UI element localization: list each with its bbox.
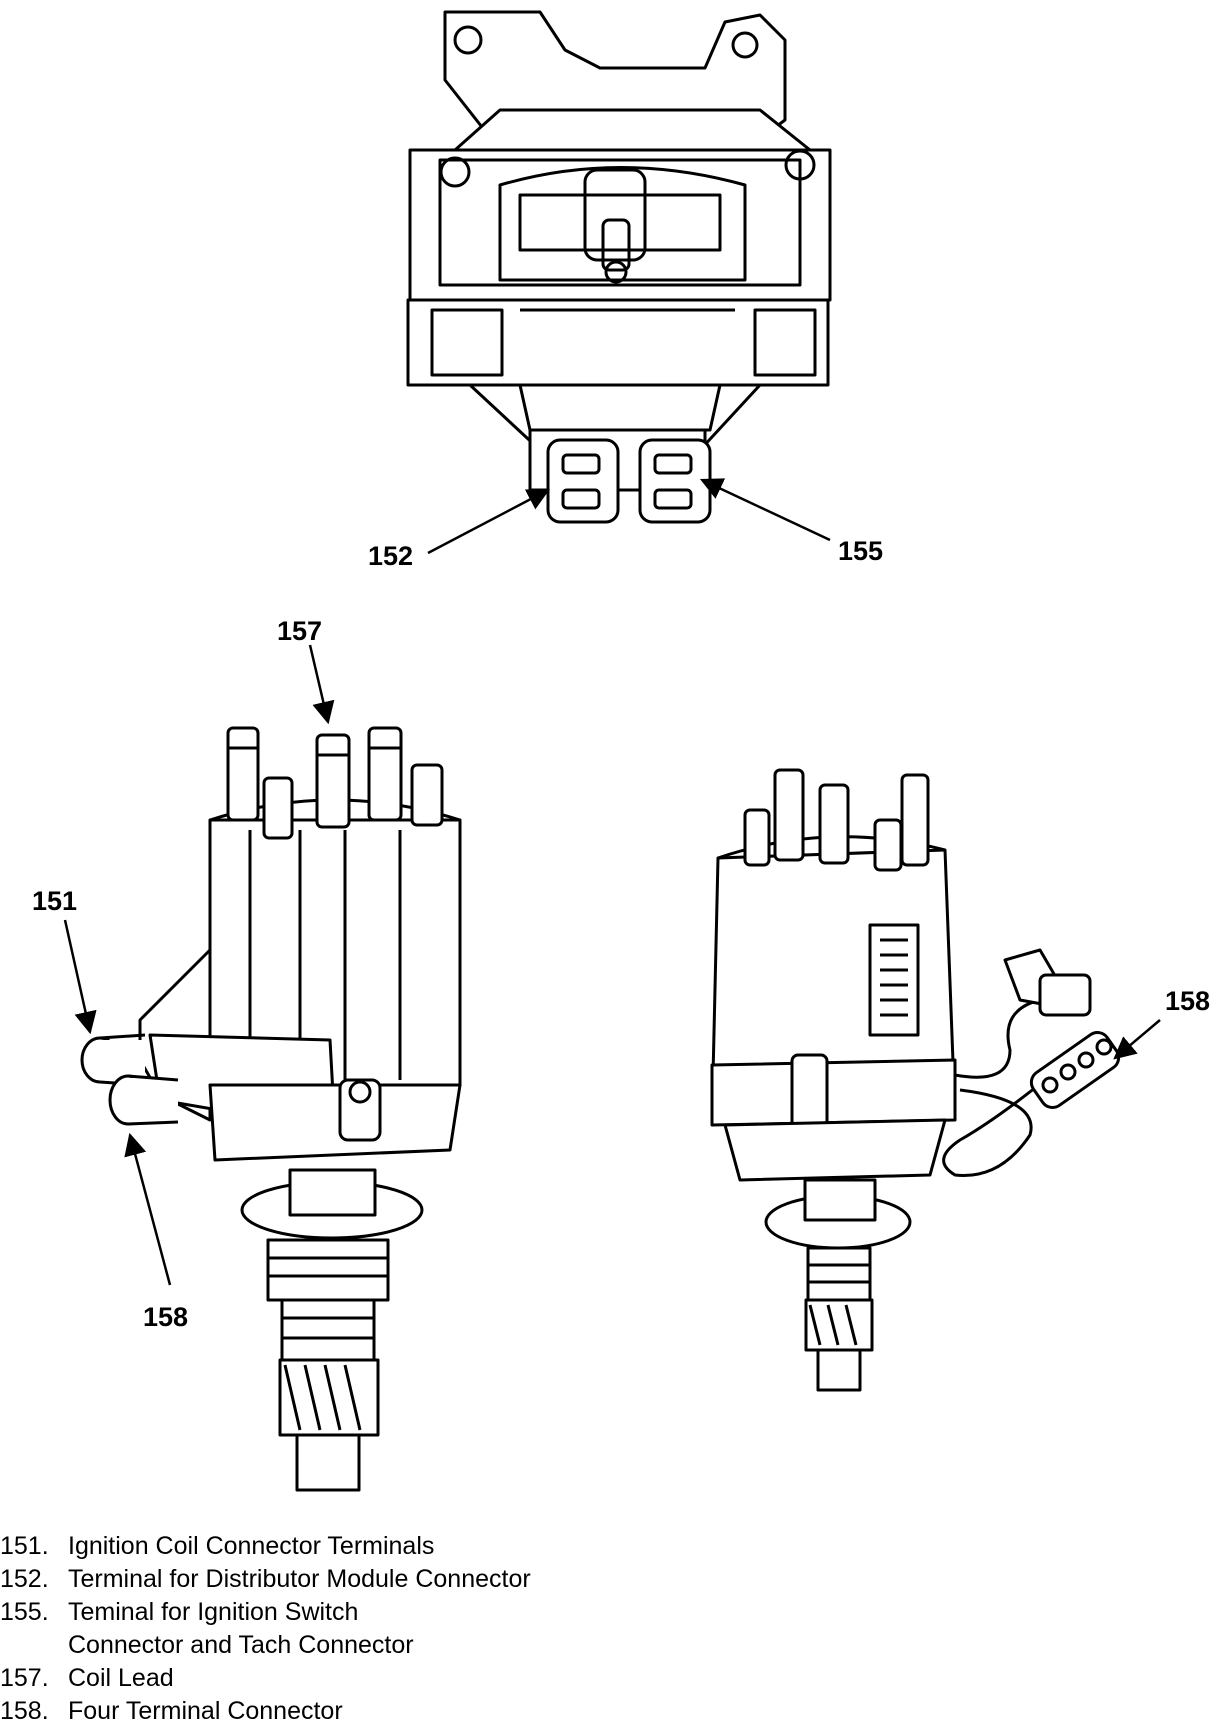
leader-155 — [699, 478, 831, 542]
callout-158-right: 158 — [1165, 986, 1210, 1016]
legend-number: 152. — [0, 1565, 49, 1593]
legend-text: Teminal for Ignition Switch — [68, 1598, 359, 1626]
legend-text: Four Terminal Connector — [68, 1697, 343, 1725]
callout-152: 152 — [368, 541, 413, 571]
callout-151: 151 — [32, 886, 77, 916]
legend-text: Coil Lead — [68, 1664, 174, 1692]
callout-158-left: 158 — [143, 1302, 188, 1332]
leader-arrows — [63, 478, 1161, 1286]
legend-number: 151. — [0, 1532, 49, 1560]
leader-158-right — [1113, 1019, 1161, 1060]
callout-155: 155 — [838, 536, 883, 566]
legend-text: Connector and Tach Connector — [68, 1631, 414, 1659]
leader-151 — [63, 919, 97, 1035]
legend-item: Connector and Tach Connector — [0, 1629, 1216, 1662]
legend-item: 151. Ignition Coil Connector Terminals — [0, 1530, 1216, 1563]
legend-number: 157. — [0, 1664, 49, 1692]
distributor-right-drawing — [710, 768, 1121, 1392]
leader-158-left — [124, 1132, 172, 1286]
legend-text: Terminal for Distributor Module Connecto… — [68, 1565, 531, 1593]
legend-number — [0, 1629, 68, 1662]
legend-item: 152. Terminal for Distributor Module Con… — [0, 1563, 1216, 1596]
legend-number: 158. — [0, 1697, 49, 1725]
legend-text: Ignition Coil Connector Terminals — [68, 1532, 435, 1560]
callout-157: 157 — [277, 616, 322, 646]
distributor-left-drawing — [80, 726, 462, 1492]
leader-152 — [427, 488, 550, 555]
legend-number: 155. — [0, 1598, 49, 1626]
legend-item: 158. Four Terminal Connector — [0, 1695, 1216, 1728]
legend-item: 155. Teminal for Ignition Switch — [0, 1596, 1216, 1629]
ignition-coil-drawing — [406, 10, 832, 524]
legend: 151. Ignition Coil Connector Terminals 1… — [0, 1530, 1216, 1728]
legend-item: 157. Coil Lead — [0, 1662, 1216, 1695]
leader-157 — [308, 644, 335, 725]
